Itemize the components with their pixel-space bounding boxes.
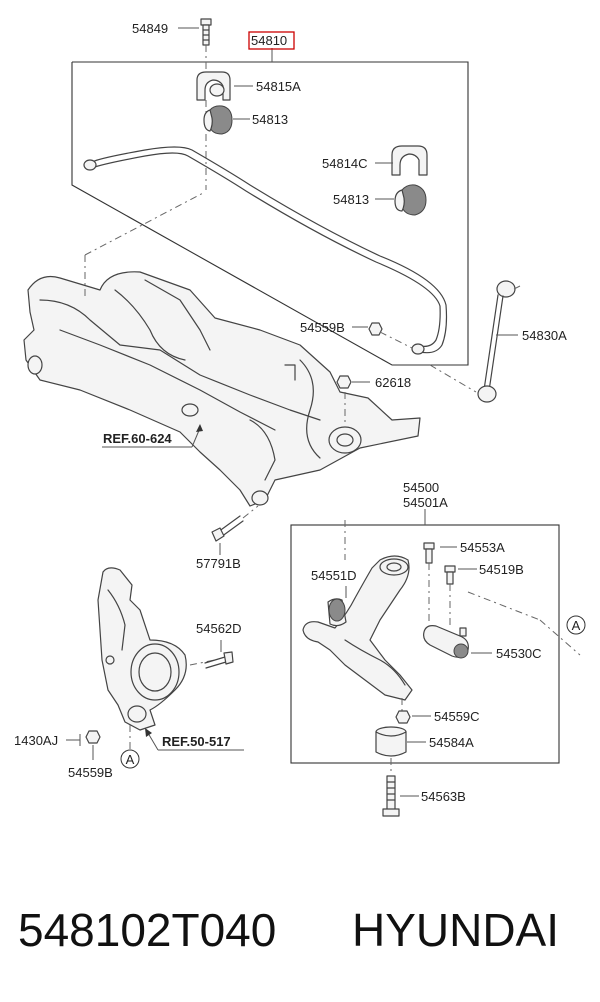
footer-brand: HYUNDAI [352,904,560,956]
bracket-54814c [391,145,428,176]
label-54813-upper: 54813 [252,112,288,127]
bushing-54813-lower [394,184,427,216]
label-ref-50-517: REF.50-517 [162,734,231,749]
ball-joint-54530c [423,591,581,659]
label-54562d: 54562D [196,621,242,636]
circle-a-left: A [120,749,140,769]
stabilizer-link-54830a [429,280,521,403]
label-54530c: 54530C [496,646,542,661]
label-54849: 54849 [132,21,168,36]
bolt-57791b [211,505,259,542]
label-54553a: 54553A [460,540,505,555]
bushing-54584a [375,726,407,775]
label-ref-60-624: REF.60-624 [103,431,172,446]
label-54519b: 54519B [479,562,524,577]
lower-arm-kit-frame [290,509,560,764]
circle-a-right-label: A [572,618,581,633]
bolt-54562d [204,651,234,669]
label-54559c: 54559C [434,709,480,724]
nut-54559c [395,710,411,724]
label-54810: 54810 [251,33,287,48]
label-54813-lower: 54813 [333,192,369,207]
label-62618: 62618 [375,375,411,390]
footer-part-number: 548102T040 [18,904,277,956]
ref-60-624-leader [102,424,203,448]
label-54563b: 54563B [421,789,466,804]
nut-54559b-upper [368,322,413,349]
label-54501a: 54501A [403,495,448,510]
lower-control-arm [302,520,413,715]
label-54815a: 54815A [256,79,301,94]
label-54559b-lower: 54559B [68,765,113,780]
stabilizer-bar [83,146,448,355]
label-1430aj: 1430AJ [14,733,58,748]
steering-knuckle [97,567,216,750]
nut-62618 [336,375,352,389]
circle-a-left-label: A [126,752,135,767]
label-54559b-upper: 54559B [300,320,345,335]
bracket-54815a [196,71,231,112]
ref-50-517-leader [145,728,244,751]
bolt-54563b [382,775,400,817]
label-54814c: 54814C [322,156,368,171]
bushing-54813-upper [203,105,233,190]
bolt-54849 [200,18,212,70]
nut-54559b-lower [66,730,101,760]
label-54830a: 54830A [522,328,567,343]
bolt-54553a [423,542,435,625]
label-leaders [178,27,518,797]
label-54551d: 54551D [311,568,357,583]
bolt-54519b [444,565,456,625]
label-54500: 54500 [403,480,439,495]
subframe [23,191,421,507]
label-54584a: 54584A [429,735,474,750]
highlight-box-54810 [248,31,295,50]
circle-a-right: A [566,615,586,635]
label-57791b: 57791B [196,556,241,571]
